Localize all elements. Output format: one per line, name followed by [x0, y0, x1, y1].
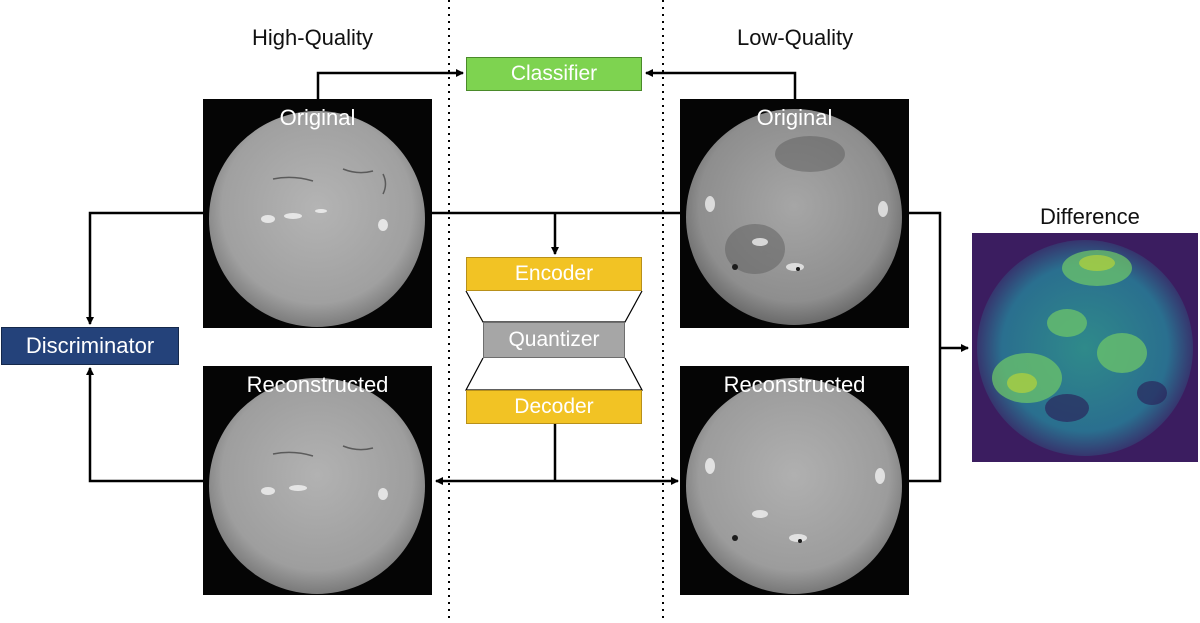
decoder-box: Decoder: [466, 390, 642, 424]
solar-disk: [686, 109, 902, 325]
solar-disk: [209, 111, 425, 327]
lq-original-to-difference: [909, 211, 942, 483]
hq-original-image: Original: [203, 99, 432, 328]
classifier-box: Classifier: [466, 57, 642, 91]
difference-map-image: [972, 233, 1198, 462]
encoder-funnel: [465, 290, 643, 323]
quantizer-box: Quantizer: [483, 322, 625, 358]
hq-reconstructed-label: Reconstructed: [246, 372, 389, 397]
solar-disk: [209, 378, 425, 594]
lq-reconstructed-image: Reconstructed: [680, 366, 909, 595]
encoder-box: Encoder: [466, 257, 642, 291]
hq-reconstructed-image: Reconstructed: [203, 366, 432, 595]
discriminator-box: Discriminator: [1, 327, 179, 365]
arrow-hq-original-to-discriminator: [86, 211, 203, 325]
low-quality-heading: Low-Quality: [737, 25, 854, 50]
solar-disk: [686, 378, 902, 594]
arrow-hq-to-classifier: [316, 69, 464, 99]
arrow-lq-to-classifier: [645, 69, 797, 99]
decoder-funnel: [465, 357, 643, 391]
hq-original-label: Original: [279, 105, 356, 130]
difference-heatmap: [972, 233, 1198, 462]
difference-heading: Difference: [1040, 204, 1140, 229]
lq-reconstructed-label: Reconstructed: [723, 372, 866, 397]
lq-original-label: Original: [756, 105, 833, 130]
arrow-hq-recon-to-discriminator: [86, 367, 203, 483]
high-quality-heading: High-Quality: [252, 25, 374, 50]
lq-original-image: Original: [680, 99, 909, 328]
